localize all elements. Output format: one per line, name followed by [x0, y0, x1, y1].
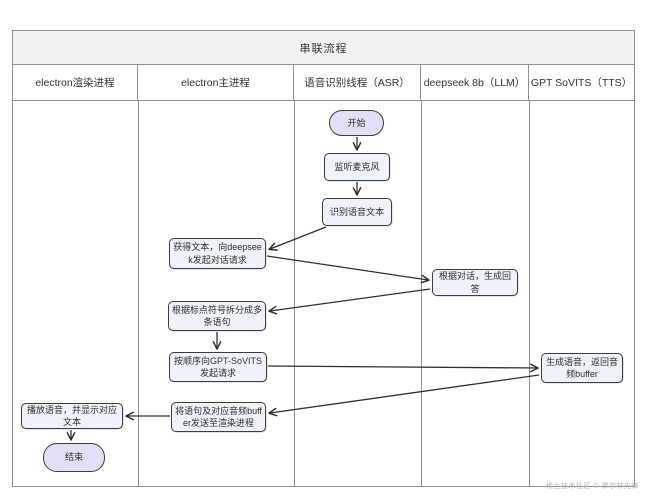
lane-divider	[294, 101, 295, 486]
node-end: 结束	[43, 443, 105, 472]
lane-divider	[529, 101, 530, 486]
lane-header-electron-renderer: electron渲染进程	[13, 65, 138, 100]
watermark: 稀土技术社区 © 摩尔林先锋	[545, 483, 639, 490]
node-start: 开始	[329, 110, 384, 136]
lane-header-llm: deepseek 8b（LLM）	[421, 65, 529, 100]
node-recognize-speech-text: 识别语音文本	[322, 198, 392, 226]
node-request-gpt-sovits: 按顺序向GPT-SoVITS发起请求	[169, 352, 267, 382]
node-split-sentences: 根据标点符号拆分成多条语句	[168, 301, 266, 331]
node-play-audio-show-text: 播放语音，并显示对应文本	[21, 403, 123, 429]
node-get-text-deepseek-request: 获得文本，向deepseek发起对话请求	[169, 238, 266, 269]
node-send-to-renderer: 将语句及对应音频buffer发送至渲染进程	[171, 402, 266, 432]
lane-divider	[138, 101, 139, 486]
node-generate-audio-buffer: 生成语音，返回音频buffer	[541, 353, 623, 383]
lane-header-electron-main: electron主进程	[138, 65, 294, 100]
lane-header-row: electron渲染进程 electron主进程 语音识别线程（ASR） dee…	[13, 65, 634, 101]
node-listen-mic: 监听麦克风	[324, 153, 390, 181]
lane-header-asr: 语音识别线程（ASR）	[294, 65, 421, 100]
diagram-title: 串联流程	[13, 31, 634, 65]
node-generate-answer: 根据对话，生成回答	[432, 269, 518, 296]
lane-divider	[421, 101, 422, 486]
lane-header-tts: GPT SoVITS（TTS）	[530, 77, 633, 89]
